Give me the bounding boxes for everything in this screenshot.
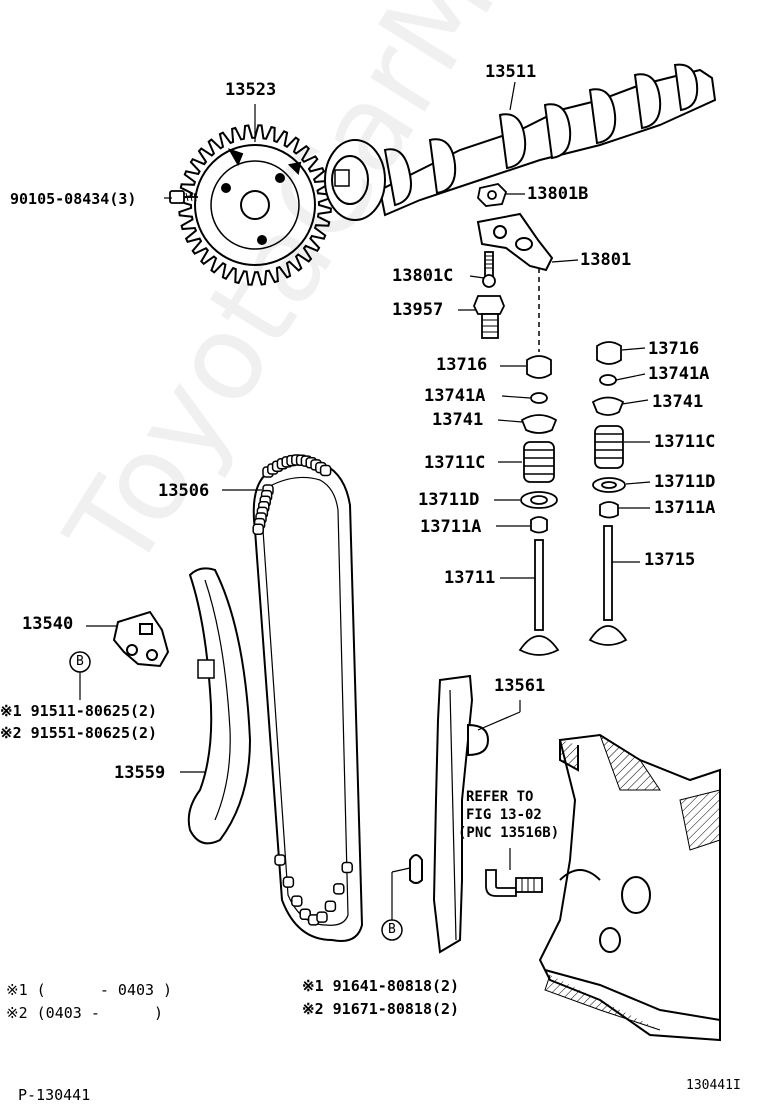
adjust-screw-drawing: [482, 251, 496, 288]
label-stem-seal-left: 13711A: [420, 517, 482, 537]
label-spring-left: 13711C: [424, 453, 486, 473]
left-valve-stack: [518, 355, 560, 656]
oil-jet-drawing: [485, 869, 543, 897]
chain-damper-drawing: [409, 674, 490, 954]
chain-link: [324, 900, 337, 912]
label-intake-valve: 13711: [444, 568, 496, 588]
label-lash-cap-left: 13716: [436, 355, 488, 375]
tensioner-bolt-note-1: ※1 91511-80625(2): [0, 702, 158, 720]
reference-line-3: (PNC 13516B): [458, 825, 560, 841]
chain-link: [252, 523, 264, 535]
legend-line-2: ※2 (0403 - ): [6, 1004, 164, 1022]
chain-links: [252, 454, 353, 926]
legend-line-1: ※1 ( - 0403 ): [6, 981, 173, 999]
label-sprocket-bolt: 90105-08434(3): [10, 190, 137, 208]
chain-link: [299, 908, 311, 921]
label-spring-seat-right: 13711D: [654, 472, 716, 492]
label-tensioner-slipper: 13559: [114, 763, 166, 783]
cam-sprocket-drawing: [178, 124, 332, 286]
sprocket-bolt-drawing: [169, 190, 198, 204]
chain-link: [333, 883, 345, 895]
label-chain-tensioner: 13540: [22, 614, 74, 634]
right-valve-stack: [588, 341, 628, 646]
tensioner-bolt-note-2: ※2 91551-80625(2): [0, 724, 158, 742]
label-timing-chain: 13506: [158, 481, 210, 501]
figure-id: 130441I: [686, 1078, 741, 1093]
callout-b-left: [69, 651, 91, 673]
page-code: P-130441: [18, 1086, 91, 1104]
reference-line-1: REFER TO: [466, 789, 534, 805]
leader-lines: [79, 81, 651, 920]
damper-bolt-note-1: ※1 91641-80818(2): [302, 977, 460, 995]
callout-letter-right: B: [388, 922, 396, 937]
label-keeper-left: 13741A: [424, 386, 486, 406]
chain-link: [274, 854, 286, 866]
label-spring-seat-left: 13711D: [418, 490, 480, 510]
chain-link: [291, 895, 303, 907]
label-cam-sprocket: 13523: [225, 80, 277, 100]
reference-line-2: FIG 13-02: [466, 807, 542, 823]
label-chain-damper: 13561: [494, 676, 546, 696]
chain-link: [316, 911, 328, 923]
label-camshaft: 13511: [485, 62, 537, 82]
chain-link: [282, 876, 295, 888]
damper-bolt-note-2: ※2 91671-80818(2): [302, 1000, 460, 1018]
callout-letter-left: B: [76, 654, 84, 669]
label-spring-right: 13711C: [654, 432, 716, 452]
label-exhaust-valve: 13715: [644, 550, 696, 570]
label-retainer-right: 13741: [652, 392, 704, 412]
label-keeper-right: 13741A: [648, 364, 710, 384]
label-lash-cap-right: 13716: [648, 339, 700, 359]
chain-tensioner-drawing: [112, 610, 170, 668]
tensioner-slipper-drawing: [187, 567, 252, 845]
camshaft-drawing: [324, 63, 717, 221]
callout-b-right: [381, 919, 403, 941]
label-rocker-arm: 13801: [580, 250, 632, 270]
label-stem-seal-right: 13711A: [654, 498, 716, 518]
label-rocker-bolt: 13957: [392, 300, 444, 320]
chain-link: [319, 464, 332, 477]
rocker-arm-drawing: [476, 212, 554, 272]
rocker-bolt-drawing: [473, 295, 505, 339]
adjust-nut-drawing: [477, 183, 508, 207]
chain-link: [341, 861, 353, 874]
label-adjust-screw: 13801C: [392, 266, 454, 286]
label-adjust-nut: 13801B: [527, 184, 589, 204]
label-retainer-left: 13741: [432, 410, 484, 430]
engine-block-drawing: [538, 733, 721, 1042]
